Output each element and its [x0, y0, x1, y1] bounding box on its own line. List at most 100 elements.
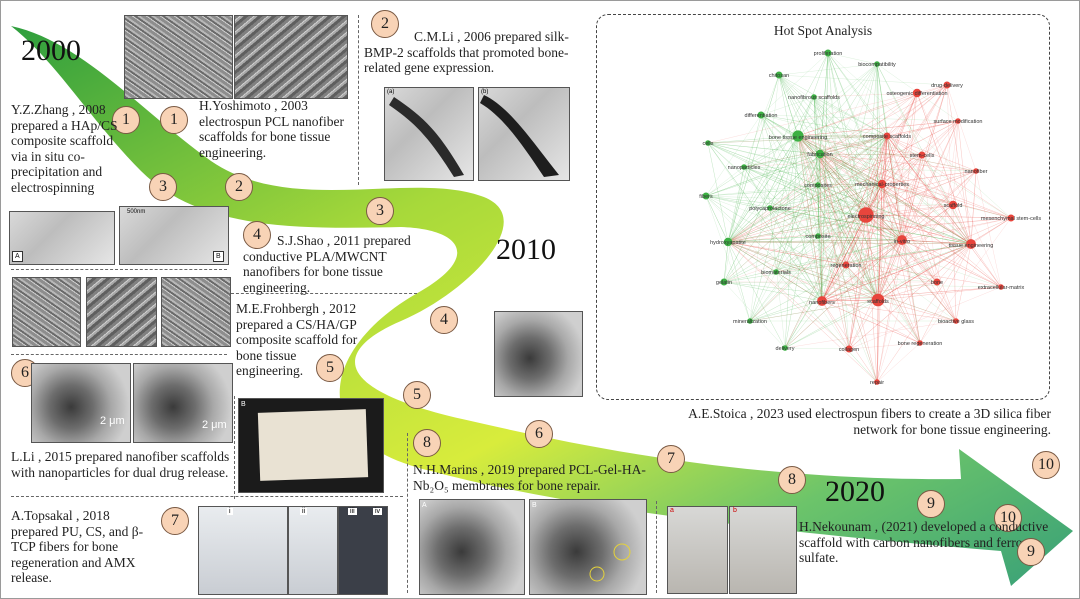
network-edge: [760, 114, 879, 301]
network-edge: [727, 239, 903, 243]
network-edge: [749, 154, 923, 322]
network-edge: [813, 96, 1012, 219]
network-edge: [865, 214, 972, 245]
network-edge: [797, 135, 1012, 219]
entry-8-text: N.H.Marins , 2019 prepared PCL-Gel-HA-Nb…: [413, 462, 646, 493]
network-edge: [723, 241, 729, 283]
network-edge: [727, 239, 903, 243]
network-edge: [778, 74, 799, 137]
network-edge: [727, 241, 957, 322]
network-edge: [813, 96, 972, 245]
topsakal-photo-iii: [338, 506, 388, 595]
network-edge: [727, 241, 879, 301]
network-edge: [797, 135, 823, 302]
network-edge: [876, 154, 923, 383]
network-edge: [723, 135, 799, 283]
network-edge: [876, 243, 972, 383]
network-node: [720, 278, 728, 286]
network-edge: [886, 92, 918, 137]
network-edge: [707, 142, 850, 350]
network-edge: [707, 92, 918, 144]
network-edge: [865, 214, 972, 245]
network-node: [953, 318, 959, 324]
network-node-label: fibers: [699, 194, 713, 200]
network-edge: [876, 63, 888, 137]
network-edge: [865, 120, 959, 216]
network-edge: [707, 142, 879, 301]
network-node-label: electrospinning: [848, 214, 885, 220]
network-edge: [760, 114, 883, 185]
network-edge: [760, 114, 888, 137]
divider-nekounam: [656, 501, 657, 593]
year-2010: 2010: [496, 233, 556, 266]
network-edge: [819, 153, 883, 185]
network-edge: [970, 170, 977, 245]
network-edge: [705, 153, 821, 197]
network-edge: [848, 286, 1002, 350]
network-edge: [723, 84, 948, 283]
network-edge: [797, 135, 879, 301]
network-edge: [749, 135, 888, 322]
network-node-label: extracellular-matrix: [978, 285, 1025, 291]
network-edge: [901, 217, 1012, 241]
year-2020: 2020: [825, 475, 885, 508]
network-edge: [797, 135, 977, 172]
network-edge: [817, 235, 903, 241]
network-edge: [819, 153, 1002, 288]
network-node: [877, 179, 887, 189]
network-edge: [743, 166, 879, 301]
network-edge: [916, 84, 948, 94]
network-edge: [743, 166, 957, 322]
network-edge: [881, 183, 1012, 219]
topsakal-label-i: i: [227, 508, 233, 515]
network-node-label: fabrication: [807, 152, 832, 158]
network-edge: [881, 183, 972, 245]
network-edge: [886, 135, 938, 283]
network-edge: [881, 135, 888, 185]
network-node-label: chitosan: [769, 73, 790, 79]
network-edge: [845, 183, 883, 266]
shao-sem-image-1: [12, 277, 81, 347]
network-edge: [819, 52, 829, 155]
network-node: [773, 269, 779, 275]
network-edge: [886, 135, 923, 156]
network-edge: [769, 207, 823, 302]
network-edge: [797, 135, 977, 172]
network-edge: [877, 120, 959, 301]
network-edge: [727, 235, 819, 243]
frohbergh-scaffold-photo: [238, 398, 384, 493]
network-edge: [775, 153, 821, 273]
network-edge: [727, 241, 938, 283]
network-edge: [848, 243, 972, 350]
network-edge: [901, 92, 918, 241]
network-edge: [797, 135, 921, 344]
network-edge: [819, 153, 847, 266]
network-node-label: bioactive glass: [938, 319, 974, 325]
network-edge: [865, 214, 1002, 288]
network-edge: [797, 135, 867, 216]
network-edge: [886, 135, 954, 206]
network-edge: [727, 241, 972, 245]
network-edge: [769, 84, 948, 209]
topsakal-label-iii: iii: [348, 508, 357, 515]
network-edge: [881, 135, 888, 185]
network-edge: [821, 299, 879, 302]
network-edge: [877, 239, 903, 301]
network-edge: [886, 84, 948, 137]
network-edge: [865, 204, 954, 216]
network-edge: [778, 74, 948, 86]
network-edge: [727, 241, 751, 322]
network-edge: [727, 204, 954, 243]
network-edge: [797, 135, 903, 241]
network-edge: [705, 153, 821, 197]
network-edge: [778, 74, 821, 155]
network-node: [871, 293, 885, 307]
network-edge: [881, 84, 948, 185]
network-node: [757, 111, 765, 119]
network-edge: [707, 135, 799, 144]
network-edge: [865, 92, 918, 216]
network-edge: [707, 142, 823, 302]
network-edge: [707, 142, 883, 185]
network-edge: [876, 120, 959, 383]
lli-scale-2: 2 μm: [202, 419, 227, 431]
